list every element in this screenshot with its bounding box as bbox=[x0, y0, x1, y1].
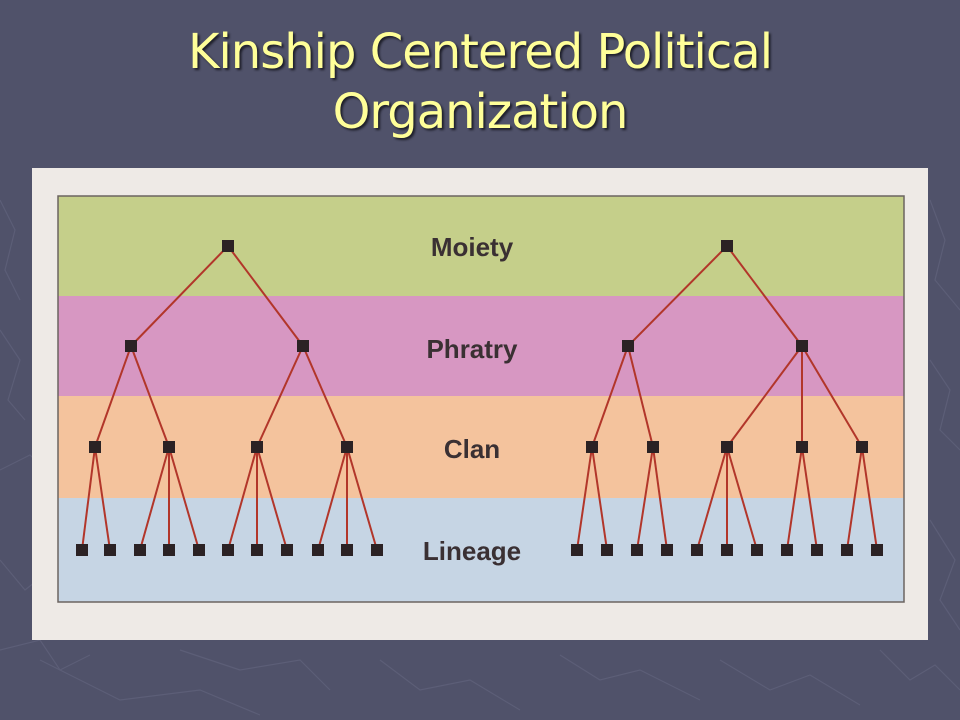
clan-lineage-link bbox=[81, 446, 96, 551]
lineage-node bbox=[811, 544, 823, 556]
clan-lineage-link bbox=[346, 446, 378, 551]
lineage-node bbox=[631, 544, 643, 556]
moiety-node bbox=[222, 240, 234, 252]
clan-node bbox=[721, 441, 733, 453]
lineage-node bbox=[841, 544, 853, 556]
phratry-node bbox=[297, 340, 309, 352]
level-label-moiety: Moiety bbox=[431, 232, 514, 262]
lineage-node bbox=[134, 544, 146, 556]
band-moiety bbox=[58, 196, 904, 298]
clan-node bbox=[796, 441, 808, 453]
clan-node bbox=[251, 441, 263, 453]
clan-node bbox=[163, 441, 175, 453]
phratry-clan-link bbox=[256, 345, 304, 448]
lineage-node bbox=[371, 544, 383, 556]
lineage-node bbox=[312, 544, 324, 556]
diagram-frame bbox=[57, 195, 905, 603]
level-label-phratry: Phratry bbox=[426, 334, 518, 364]
clan-node bbox=[341, 441, 353, 453]
clan-node bbox=[586, 441, 598, 453]
clan-lineage-link bbox=[94, 446, 111, 551]
lineage-node bbox=[104, 544, 116, 556]
clan-lineage-link bbox=[801, 446, 818, 551]
clan-lineage-link bbox=[168, 446, 200, 551]
lineage-node bbox=[661, 544, 673, 556]
phratry-clan-link bbox=[627, 345, 654, 448]
clan-lineage-link bbox=[636, 446, 654, 551]
lineage-node bbox=[691, 544, 703, 556]
lineage-node bbox=[341, 544, 353, 556]
lineage-node bbox=[601, 544, 613, 556]
phratry-clan-link bbox=[94, 345, 132, 448]
kinship-diagram: Moiety Phratry Clan Lineage bbox=[32, 168, 928, 640]
moiety-phratry-link bbox=[726, 245, 803, 347]
level-label-lineage: Lineage bbox=[423, 536, 521, 566]
slide-title: Kinship Centered Political Organization bbox=[0, 22, 960, 142]
clan-lineage-link bbox=[652, 446, 668, 551]
lineage-node bbox=[751, 544, 763, 556]
tree-nodes bbox=[76, 240, 883, 556]
lineage-node bbox=[76, 544, 88, 556]
moiety-phratry-link bbox=[627, 245, 728, 347]
clan-node bbox=[647, 441, 659, 453]
lineage-node bbox=[251, 544, 263, 556]
moiety-phratry-link bbox=[227, 245, 304, 347]
lineage-node bbox=[222, 544, 234, 556]
phratry-node bbox=[125, 340, 137, 352]
phratry-node bbox=[622, 340, 634, 352]
band-clan bbox=[58, 396, 904, 500]
clan-lineage-link bbox=[726, 446, 758, 551]
clan-lineage-link bbox=[861, 446, 878, 551]
kinship-diagram-svg: Moiety Phratry Clan Lineage bbox=[57, 195, 905, 603]
level-label-clan: Clan bbox=[444, 434, 500, 464]
lineage-node bbox=[571, 544, 583, 556]
phratry-node bbox=[796, 340, 808, 352]
moiety-node bbox=[721, 240, 733, 252]
clan-lineage-link bbox=[696, 446, 728, 551]
clan-lineage-link bbox=[786, 446, 803, 551]
phratry-clan-link bbox=[801, 345, 863, 448]
clan-lineage-link bbox=[227, 446, 258, 551]
clan-lineage-link bbox=[846, 446, 863, 551]
lineage-node bbox=[193, 544, 205, 556]
clan-lineage-link bbox=[317, 446, 348, 551]
title-line-2: Organization bbox=[332, 84, 629, 140]
phratry-clan-link bbox=[130, 345, 170, 448]
lineage-node bbox=[871, 544, 883, 556]
tree-links bbox=[81, 245, 878, 551]
clan-lineage-link bbox=[591, 446, 608, 551]
lineage-node bbox=[721, 544, 733, 556]
clan-node bbox=[89, 441, 101, 453]
phratry-clan-link bbox=[726, 345, 803, 448]
lineage-node bbox=[281, 544, 293, 556]
lineage-node bbox=[163, 544, 175, 556]
lineage-node bbox=[781, 544, 793, 556]
band-phratry bbox=[58, 296, 904, 398]
moiety-phratry-link bbox=[130, 245, 229, 347]
clan-lineage-link bbox=[139, 446, 170, 551]
phratry-clan-link bbox=[302, 345, 348, 448]
title-line-1: Kinship Centered Political bbox=[187, 24, 773, 80]
clan-lineage-link bbox=[256, 446, 288, 551]
clan-node bbox=[856, 441, 868, 453]
phratry-clan-link bbox=[591, 345, 629, 448]
clan-lineage-link bbox=[576, 446, 593, 551]
